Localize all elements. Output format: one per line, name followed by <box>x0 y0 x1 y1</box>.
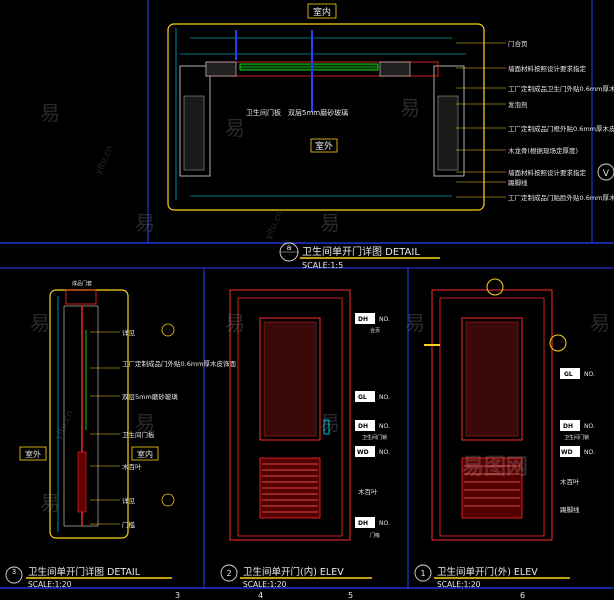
section-callout-2: 工厂定制成品门外贴0.6mm厚木皮饰面 <box>122 359 237 368</box>
plan-title-number: a <box>287 243 292 252</box>
elev-out-tag-2-no: NO. <box>584 423 595 430</box>
elev-out-tag-1-no: NO. <box>584 371 595 378</box>
section-title-number: 3 <box>12 568 16 576</box>
watermark-repeat-1: 易 <box>40 101 60 125</box>
watermark-layer: 易图网 易 易 易 易 易 易 易 易 易 易 易 易 yitu.cn yitu… <box>30 96 610 515</box>
elev-in-title: 卫生间单开门(内) ELEV <box>243 566 344 578</box>
plan-callouts: 门合页 墙面材料按照设计要求指定 工厂定制成品卫生门外贴0.6mm厚木皮饰面 发… <box>456 39 614 202</box>
elev-in-tag-1-no: NO. <box>379 316 390 323</box>
plan-callout-2: 墙面材料按照设计要求指定 <box>508 64 587 73</box>
elev-out-tag-2-code: DH <box>563 423 573 430</box>
section-callout-7: 门槛 <box>122 520 136 529</box>
grid-number-3: 3 <box>175 591 180 600</box>
elev-in-tag-3-sub: 卫生间门锁 <box>362 434 387 441</box>
plan-inner-label-door: 卫生间门板 <box>246 108 281 117</box>
elev-in-tag-1-sub: 合页 <box>370 327 380 334</box>
section-callout-1: 详见 <box>122 328 136 337</box>
elev-in-tag-2-code: GL <box>358 394 367 401</box>
plan-detail: 室内 室外 卫生间门板 双层5mm磨砂玻璃 门合页 墙面材料按照设计要求指定 工… <box>167 3 614 270</box>
watermark-repeat-4: 易 <box>135 211 155 235</box>
section-title: 卫生间单开门详图 DETAIL <box>28 566 141 578</box>
watermark-repeat-2: 易 <box>225 116 245 140</box>
elev-in-tag-2-no: NO. <box>379 394 390 401</box>
plan-outline <box>167 23 485 211</box>
section-callout-3: 双层5mm磨砂玻璃 <box>122 392 178 401</box>
elev-in-tag-4-code: WD <box>357 449 369 456</box>
section-detail: 成品门套 详见 工厂定制成品门外贴0.6mm厚木皮饰面 双层5mm磨砂玻璃 卫生… <box>5 280 237 589</box>
section-callout-4: 卫生间门板 <box>122 430 155 439</box>
elev-in-side-note: 木百叶 <box>358 487 378 496</box>
section-scale: SCALE:1:20 <box>28 580 72 589</box>
plan-callout-6: 木龙骨(根据现场定厚度) <box>508 146 578 155</box>
right-wall <box>433 65 465 177</box>
plan-label-outdoor: 室外 <box>315 140 333 152</box>
plan-inner-label-glass: 双层5mm磨砂玻璃 <box>288 108 348 117</box>
louver-inside <box>259 457 321 519</box>
plan-scale: SCALE:1:5 <box>302 261 343 270</box>
watermark-main: 易图网 <box>462 455 528 480</box>
elev-out-tag-1-code: GL <box>564 371 573 378</box>
plan-callout-4: 发泡剂 <box>508 100 528 109</box>
section-top-note: 成品门套 <box>72 280 92 287</box>
elevation-inside: DH NO. 合页 GL NO. DH NO. 卫生间门锁 WD NO. DH … <box>220 289 390 589</box>
section-label-indoor: 室内 <box>137 449 153 459</box>
elev-out-title: 卫生间单开门(外) ELEV <box>437 566 538 578</box>
elev-out-scale: SCALE:1:20 <box>437 580 481 589</box>
grid-letter-v: V <box>603 169 610 179</box>
elev-out-tag-2-sub: 卫生间门锁 <box>564 434 589 441</box>
watermark-repeat-7: 易 <box>225 311 245 335</box>
watermark-repeat-3: 易 <box>400 96 420 120</box>
elev-out-note-1: 木百叶 <box>560 477 580 486</box>
section-label-outdoor: 室外 <box>25 449 41 459</box>
plan-title: 卫生间单开门详图 DETAIL <box>302 245 420 258</box>
elev-in-tag-5-sub: 门吸 <box>370 532 380 539</box>
watermark-repeat-11: 易 <box>40 491 60 515</box>
plan-callout-8: 踢脚线 <box>508 178 528 187</box>
plan-label-indoor: 室内 <box>313 6 331 18</box>
elev-in-tag-1-code: DH <box>358 316 368 323</box>
louver-outside <box>461 457 523 519</box>
elevation-outside: GL NO. DH NO. 卫生间门锁 WD NO. 木百叶 踢脚线 1 卫生间… <box>414 278 595 589</box>
elev-in-tag-3-code: DH <box>358 423 368 430</box>
watermark-repeat-12: 易 <box>590 311 610 335</box>
plan-callout-9: 工厂定制成品门贴脸外贴0.6mm厚木皮饰面 <box>508 193 614 202</box>
watermark-repeat-5: 易 <box>320 211 340 235</box>
watermark-repeat-9: 易 <box>135 411 155 435</box>
plan-callout-3: 工厂定制成品卫生门外贴0.6mm厚木皮饰面 <box>508 84 614 93</box>
elev-in-tag-5-no: NO. <box>379 520 390 527</box>
elev-in-title-number: 2 <box>226 569 231 578</box>
section-callout-6: 详见 <box>122 496 136 505</box>
grid-number-5: 5 <box>348 591 353 600</box>
elev-out-note-2: 踢脚线 <box>560 505 580 514</box>
elev-out-tag-3-code: WD <box>561 449 573 456</box>
watermark-latin-2: yitu.cn <box>264 209 286 241</box>
elev-in-tags: DH NO. 合页 GL NO. DH NO. 卫生间门锁 WD NO. DH … <box>355 313 390 539</box>
elev-out-title-number: 1 <box>420 569 425 578</box>
watermark-repeat-8: 易 <box>405 311 425 335</box>
elev-out-tags: GL NO. DH NO. 卫生间门锁 WD NO. 木百叶 踢脚线 <box>560 368 595 514</box>
watermark-latin-1: yitu.cn <box>94 144 116 176</box>
elev-in-tag-4-no: NO. <box>379 449 390 456</box>
section-callouts: 详见 工厂定制成品门外贴0.6mm厚木皮饰面 双层5mm磨砂玻璃 卫生间门板 木… <box>90 323 237 529</box>
watermark-repeat-6: 易 <box>30 311 50 335</box>
plan-callout-7: 墙面材料按照设计要求指定 <box>508 168 587 177</box>
elev-in-tag-3-no: NO. <box>379 423 390 430</box>
elev-in-tag-5-code: DH <box>358 520 368 527</box>
plan-callout-1: 门合页 <box>508 39 528 48</box>
section-callout-5: 木百叶 <box>122 462 142 471</box>
left-wall <box>179 65 211 177</box>
elev-out-tag-3-no: NO. <box>584 449 595 456</box>
grid-number-6: 6 <box>520 591 525 600</box>
elev-in-scale: SCALE:1:20 <box>243 580 287 589</box>
grid-numbers: 3 4 5 6 V <box>175 163 614 600</box>
watermark-repeat-10: 易 <box>320 411 340 435</box>
plan-callout-5: 工厂定制成品门框外贴0.6mm厚木皮饰面 <box>508 124 614 133</box>
watermark-latin-3: yitu.cn <box>54 409 76 441</box>
grid-number-4: 4 <box>258 591 263 600</box>
